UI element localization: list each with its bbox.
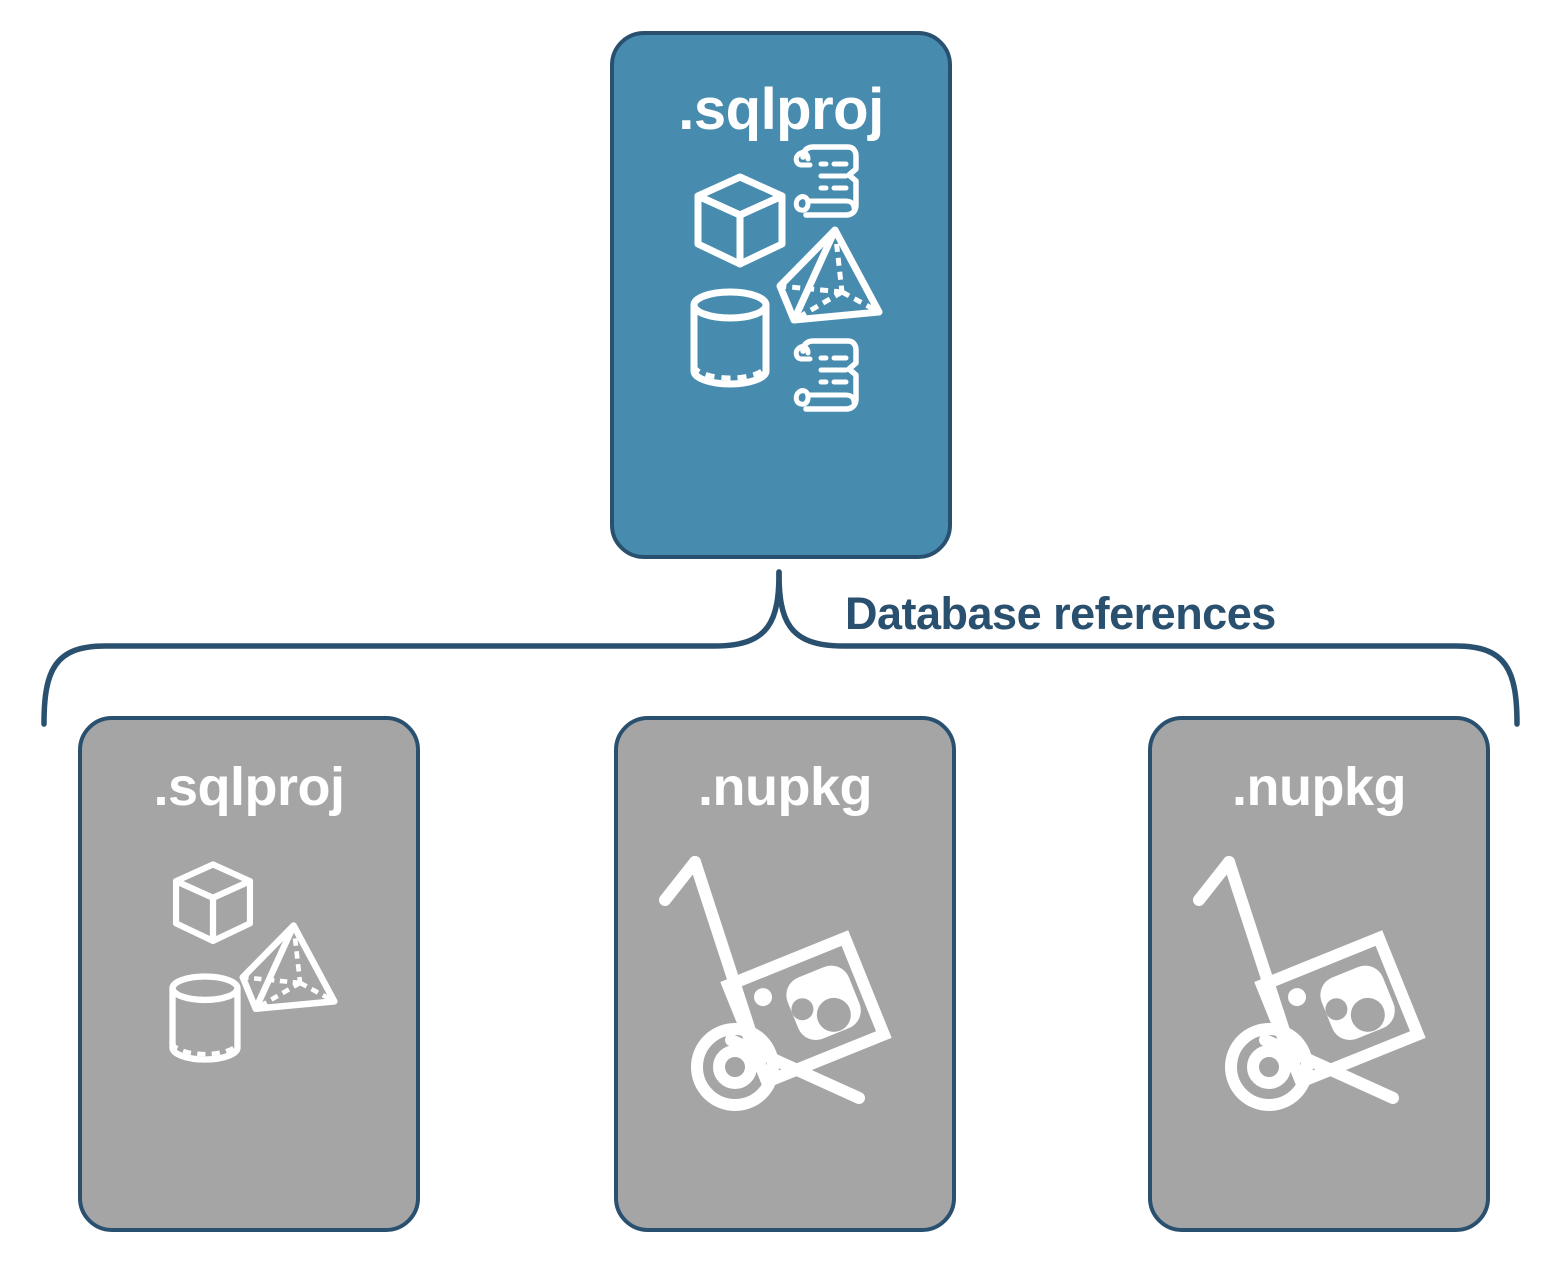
cylinder-icon xyxy=(690,288,770,388)
pyramid-icon xyxy=(239,922,338,1012)
hand-truck-package-icon xyxy=(659,856,892,1111)
script-scroll-icon xyxy=(793,144,859,218)
cylinder-icon xyxy=(169,973,241,1063)
connector-label: Database references xyxy=(845,588,1276,639)
node-nupkg-reference-2[interactable]: .nupkg xyxy=(1148,716,1490,1232)
cube-icon xyxy=(694,173,786,268)
node-nupkg-reference-1[interactable]: .nupkg xyxy=(614,716,956,1232)
hand-truck-package-icon xyxy=(1193,856,1426,1111)
node-icon-area xyxy=(614,139,948,555)
pyramid-icon xyxy=(776,226,883,324)
node-title: .sqlproj xyxy=(153,757,345,817)
node-sqlproj-reference[interactable]: .sqlproj xyxy=(78,716,420,1232)
cube-icon xyxy=(172,861,254,945)
node-sqlproj-root[interactable]: .sqlproj xyxy=(610,31,952,559)
node-icon-area xyxy=(618,814,952,1228)
script-scroll-icon xyxy=(793,338,859,412)
node-title: .nupkg xyxy=(1232,757,1406,817)
node-title: .nupkg xyxy=(698,757,872,817)
node-icon-area xyxy=(82,814,416,1228)
node-title: .sqlproj xyxy=(678,77,884,142)
node-icon-area xyxy=(1152,814,1486,1228)
